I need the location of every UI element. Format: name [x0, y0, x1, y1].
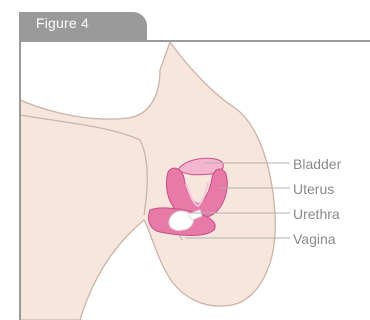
figure-top-rule — [19, 40, 370, 42]
figure-title: Figure 4 — [36, 15, 89, 31]
label-uterus: Uterus — [293, 181, 334, 197]
figure-left-rule — [19, 40, 21, 320]
label-bladder: Bladder — [293, 156, 341, 172]
label-urethra: Urethra — [293, 206, 340, 222]
label-vagina: Vagina — [293, 231, 336, 247]
